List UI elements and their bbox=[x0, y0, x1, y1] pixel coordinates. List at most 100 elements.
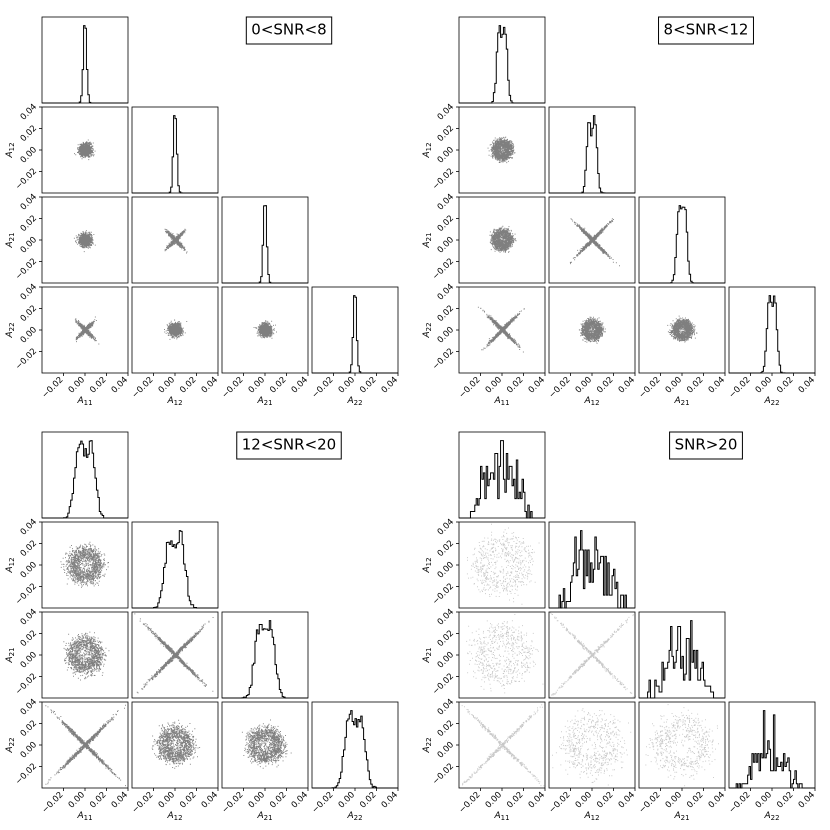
y-axis-label: A22 bbox=[422, 737, 433, 753]
x-tick-label: 0.02 bbox=[178, 790, 198, 810]
panel-frame bbox=[131, 701, 219, 789]
x-tick-label: 0.04 bbox=[707, 375, 727, 395]
marginal-hist-A22 bbox=[728, 701, 816, 789]
x-axis-label: A22 bbox=[346, 811, 362, 822]
panel-frame bbox=[131, 196, 219, 284]
panel-frame bbox=[458, 16, 546, 104]
hist-line bbox=[639, 620, 725, 699]
x-tick-label: 0.02 bbox=[358, 375, 378, 395]
panel-frame bbox=[458, 611, 546, 699]
scatter-points bbox=[60, 541, 109, 588]
x-axis-label: A11 bbox=[76, 811, 92, 822]
y-axis-label: A22 bbox=[422, 322, 433, 338]
panel-frame bbox=[131, 611, 219, 699]
x-tick-label: −0.02 bbox=[547, 375, 573, 401]
block-title: 8<SNR<12 bbox=[658, 16, 754, 45]
y-tick-label: 0.04 bbox=[19, 607, 39, 627]
block-title-text: 0<SNR<8 bbox=[251, 21, 326, 39]
block-title-text: 12<SNR<20 bbox=[242, 436, 336, 454]
y-axis-label: A21 bbox=[5, 647, 16, 663]
corner-block-3: 12<SNR<200.040.020.00−0.02A120.040.020.0… bbox=[5, 431, 400, 822]
scatter-A11-A22 bbox=[41, 701, 129, 789]
y-tick-label: 0.04 bbox=[19, 697, 39, 717]
x-axis-label: A12 bbox=[166, 811, 182, 822]
x-tick-label: 0.02 bbox=[685, 790, 705, 810]
y-tick-label: 0.02 bbox=[19, 539, 39, 559]
x-axis-label: A22 bbox=[763, 396, 779, 407]
x-tick-label: 0.02 bbox=[685, 375, 705, 395]
marginal-hist-A12 bbox=[131, 106, 219, 194]
x-tick-label: 0.00 bbox=[247, 375, 267, 395]
y-tick-label: −0.02 bbox=[431, 347, 457, 373]
x-tick-label: 0.04 bbox=[617, 790, 637, 810]
corner-block-2: 8<SNR<120.040.020.00−0.02A120.040.020.00… bbox=[422, 16, 817, 407]
y-tick-label: −0.02 bbox=[431, 672, 457, 698]
x-tick-label: 0.00 bbox=[484, 790, 504, 810]
x-tick-label: 0.02 bbox=[505, 375, 525, 395]
scatter-points bbox=[164, 319, 188, 340]
x-tick-label: 0.04 bbox=[797, 375, 817, 395]
scatter-A12-A22 bbox=[548, 701, 636, 789]
scatter-points bbox=[477, 306, 525, 353]
y-tick-label: −0.02 bbox=[431, 257, 457, 283]
corner-block-1: 0<SNR<80.040.020.00−0.02A120.040.020.00−… bbox=[5, 16, 400, 407]
y-tick-label: −0.02 bbox=[14, 167, 40, 193]
hist-line bbox=[729, 710, 815, 789]
y-tick-label: 0.00 bbox=[436, 560, 456, 580]
x-tick-label: 0.00 bbox=[574, 375, 594, 395]
x-tick-label: 0.04 bbox=[200, 790, 220, 810]
x-tick-label: 0.00 bbox=[67, 375, 87, 395]
scatter-A12-A22 bbox=[548, 286, 636, 374]
x-tick-label: 0.00 bbox=[664, 790, 684, 810]
x-axis-label: A22 bbox=[346, 396, 362, 407]
scatter-points bbox=[489, 225, 517, 253]
x-tick-label: −0.02 bbox=[130, 375, 156, 401]
scatter-A12-A21 bbox=[131, 611, 219, 699]
x-tick-label: 0.02 bbox=[595, 790, 615, 810]
x-axis-label: A21 bbox=[256, 811, 272, 822]
scatter-points bbox=[466, 523, 540, 605]
x-tick-label: −0.02 bbox=[547, 790, 573, 816]
x-axis-label: A12 bbox=[583, 811, 599, 822]
x-tick-label: 0.02 bbox=[268, 375, 288, 395]
x-tick-label: 0.02 bbox=[88, 790, 108, 810]
x-tick-label: 0.00 bbox=[247, 790, 267, 810]
panel-frame bbox=[548, 521, 636, 609]
panel-frame bbox=[221, 611, 309, 699]
x-tick-label: 0.02 bbox=[505, 790, 525, 810]
marginal-hist-A12 bbox=[131, 521, 219, 609]
scatter-A11-A22 bbox=[41, 286, 129, 374]
x-tick-label: 0.02 bbox=[178, 375, 198, 395]
scatter-A11-A12 bbox=[41, 106, 129, 194]
scatter-points bbox=[487, 136, 516, 164]
scatter-points bbox=[73, 230, 96, 253]
y-axis-label: A22 bbox=[5, 322, 16, 338]
y-tick-label: 0.04 bbox=[19, 102, 39, 122]
y-tick-label: 0.04 bbox=[436, 517, 456, 537]
x-tick-label: 0.04 bbox=[110, 790, 130, 810]
y-tick-label: 0.04 bbox=[436, 102, 456, 122]
y-tick-label: 0.04 bbox=[436, 192, 456, 212]
block-title-frame bbox=[236, 431, 342, 460]
scatter-points bbox=[241, 719, 292, 769]
x-tick-label: 0.00 bbox=[157, 790, 177, 810]
panel-frame bbox=[41, 431, 129, 519]
x-tick-label: 0.00 bbox=[754, 375, 774, 395]
x-tick-label: 0.00 bbox=[754, 790, 774, 810]
x-tick-label: −0.02 bbox=[727, 375, 753, 401]
scatter-A21-A22 bbox=[638, 286, 726, 374]
y-axis-label: A12 bbox=[422, 557, 433, 573]
scatter-points bbox=[569, 218, 620, 267]
scatter-A21-A22 bbox=[221, 701, 309, 789]
x-tick-label: −0.02 bbox=[220, 375, 246, 401]
scatter-points bbox=[645, 704, 719, 787]
